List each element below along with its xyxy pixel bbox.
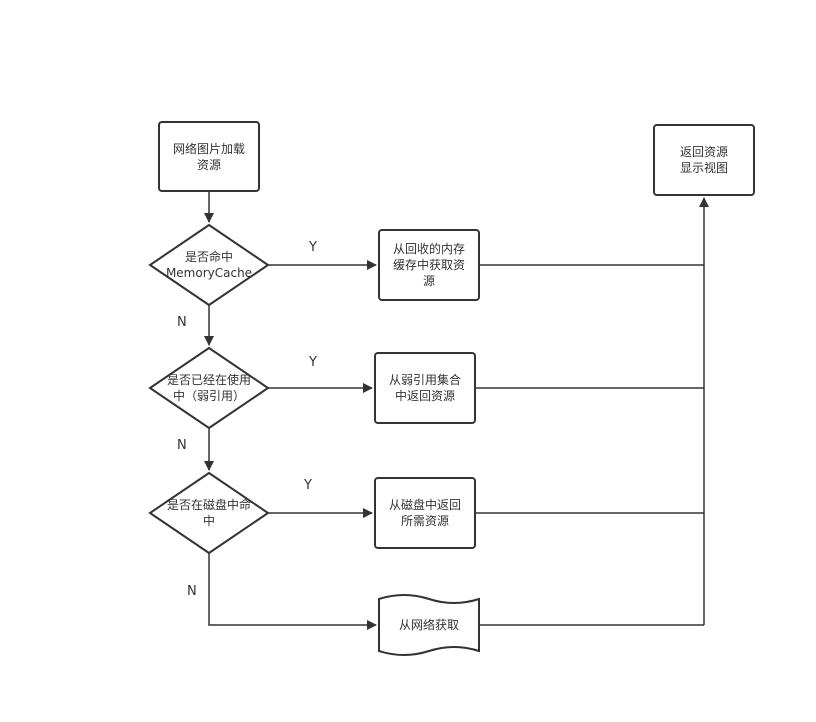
edge-label-disk-yes: Y bbox=[304, 478, 312, 493]
edge-label-memory-no: N bbox=[177, 315, 187, 330]
decision-memory-label: 是否命中 MemoryCache bbox=[150, 247, 268, 283]
fetch-lru-node: 从回收的内存 缓存中获取资 源 bbox=[378, 229, 480, 301]
decision-memory-shape bbox=[148, 223, 270, 307]
fetch-lru-line: 从回收的内存 bbox=[392, 242, 465, 256]
decision-disk-label: 是否在磁盘中命 中 bbox=[150, 495, 268, 531]
fetch-disk-line: 从磁盘中返回 bbox=[388, 498, 461, 512]
decision-memory-line: 是否命中 bbox=[184, 250, 233, 264]
edge-label-weak-yes: Y bbox=[309, 355, 317, 370]
fetch-disk-line: 所需资源 bbox=[400, 514, 449, 528]
decision-disk-shape bbox=[148, 471, 270, 555]
decision-weak-line: 中（弱引用） bbox=[172, 389, 245, 403]
edge-label-weak-no: N bbox=[177, 438, 187, 453]
decision-weak-line: 是否已经在使用 bbox=[166, 373, 251, 387]
decision-weak-shape bbox=[148, 346, 270, 430]
end-node-line: 返回资源 bbox=[679, 145, 728, 159]
fetch-lru-line: 缓存中获取资 bbox=[392, 258, 465, 272]
decision-memory-line: MemoryCache bbox=[165, 266, 253, 280]
fetch-weak-line: 从弱引用集合 bbox=[388, 373, 461, 387]
fetch-lru-line: 源 bbox=[422, 274, 435, 288]
fetch-network-line: 从网络获取 bbox=[398, 618, 459, 632]
start-node-line: 网络图片加载 bbox=[172, 141, 245, 156]
fetch-disk-node: 从磁盘中返回 所需资源 bbox=[374, 477, 476, 549]
end-node: 返回资源 显示视图 bbox=[653, 124, 755, 196]
decision-disk-line: 是否在磁盘中命 bbox=[166, 498, 251, 512]
fetch-network-shape bbox=[378, 594, 480, 656]
fetch-weak-node: 从弱引用集合 中返回资源 bbox=[374, 352, 476, 424]
fetch-weak-line: 中返回资源 bbox=[394, 389, 455, 403]
end-node-line: 显示视图 bbox=[679, 161, 728, 175]
start-node-line: 资源 bbox=[196, 157, 221, 172]
edge-label-memory-yes: Y bbox=[309, 240, 317, 255]
fetch-network-label: 从网络获取 bbox=[379, 612, 479, 638]
decision-disk-line: 中 bbox=[202, 514, 215, 528]
decision-weak-label: 是否已经在使用 中（弱引用） bbox=[150, 370, 268, 406]
edge-disk-no bbox=[208, 553, 377, 630]
start-node: 网络图片加载 资源 bbox=[158, 121, 260, 192]
edge-label-disk-no: N bbox=[187, 584, 197, 599]
